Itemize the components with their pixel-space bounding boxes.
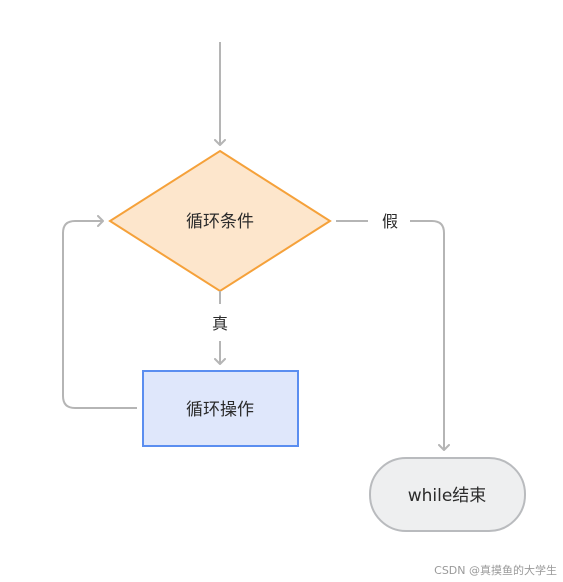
end-terminal	[369, 457, 526, 532]
operation-label: 循环操作	[186, 400, 254, 420]
loop-back-edge	[62, 215, 137, 409]
end-label: while结束	[408, 486, 487, 506]
true-edge-label: 真	[212, 314, 228, 333]
watermark-text: CSDN @真摸鱼的大学生	[434, 564, 557, 577]
condition-label: 循环条件	[186, 212, 254, 232]
false-edge-right	[410, 220, 450, 451]
false-edge-label: 假	[382, 212, 398, 231]
operation-box	[142, 370, 299, 447]
